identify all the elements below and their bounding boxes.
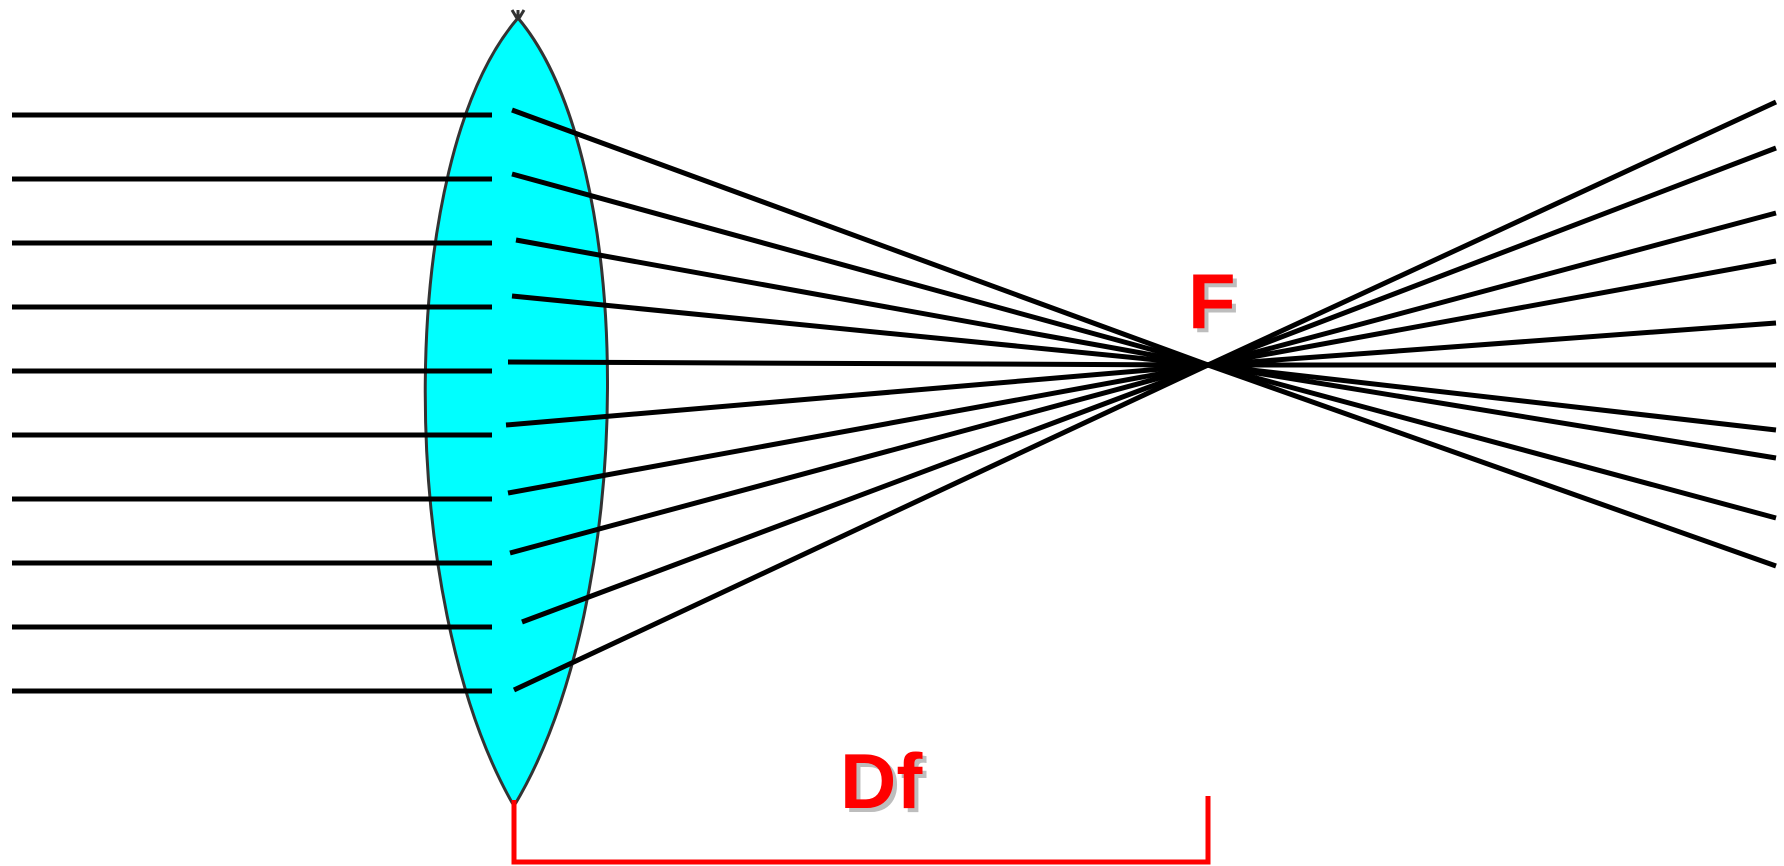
converging-ray: [512, 362, 1210, 693]
focal-distance-bracket: [511, 796, 1211, 865]
diverging-ray: [1207, 362, 1777, 433]
diverging-ray: [1206, 99, 1778, 368]
diverging-ray: [1207, 258, 1777, 368]
diverging-ray: [1207, 362, 1777, 569]
focal-distance-label-shadow: Df: [844, 741, 927, 829]
converging-ray: [511, 171, 1209, 368]
converging-ray: [509, 362, 1209, 556]
lens-top-tick-right: [516, 9, 526, 21]
converging-ray: [507, 362, 1209, 496]
converging-rays: [505, 107, 1210, 693]
converging-ray: [507, 359, 1209, 368]
converging-ray: [521, 362, 1209, 625]
diverging-rays: [1206, 99, 1778, 569]
diverging-ray: [1207, 362, 1777, 461]
diverging-ray: [1207, 145, 1777, 368]
converging-ray: [505, 362, 1209, 428]
converging-ray: [511, 107, 1209, 368]
incoming-parallel-rays: [12, 112, 492, 694]
focal-point-label: F: [1188, 257, 1236, 345]
diverging-ray: [1207, 362, 1777, 521]
focal-distance-label: Df: [840, 737, 923, 825]
converging-ray: [515, 237, 1209, 368]
lens-top-tick-left: [510, 9, 520, 21]
focal-point-label-shadow: F: [1192, 261, 1240, 349]
diverging-ray: [1207, 210, 1777, 368]
diverging-ray: [1207, 320, 1777, 368]
converging-ray: [511, 293, 1209, 368]
